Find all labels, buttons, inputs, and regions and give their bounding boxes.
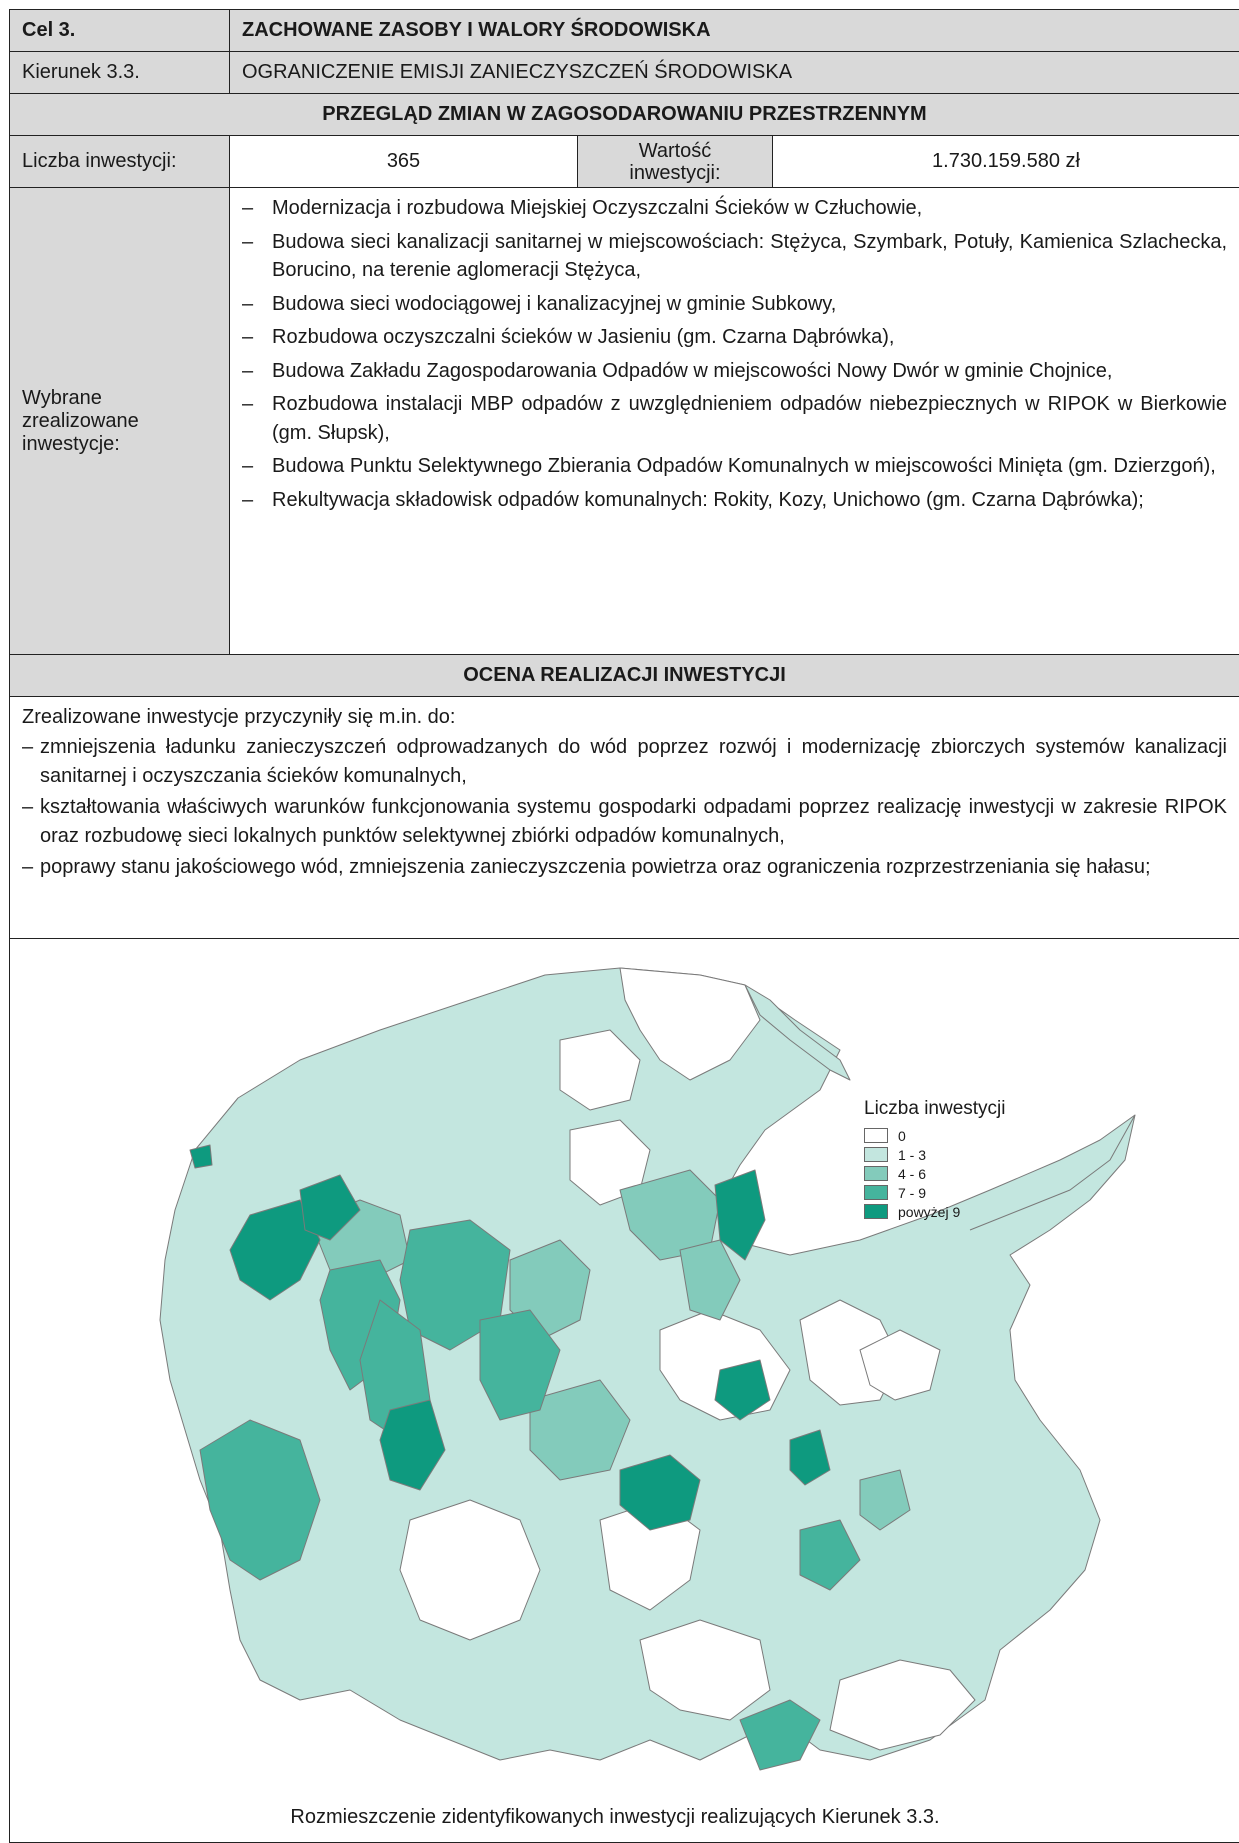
legend-item: 4 - 6 <box>864 1164 1006 1183</box>
map-region <box>969 1114 1136 1231</box>
document: Cel 3. ZACHOWANE ZASOBY I WALORY ŚRODOWI… <box>9 9 1239 1843</box>
legend-swatch <box>864 1166 888 1181</box>
list-item: Rekultywacja składowisk odpadów komunaln… <box>242 486 1227 515</box>
count-value: 365 <box>229 135 578 188</box>
selected-label-line1: Wybrane <box>22 386 102 409</box>
count-label: Liczba inwestycji: <box>9 135 230 188</box>
list-item: Modernizacja i rozbudowa Miejskiej Oczys… <box>242 194 1227 223</box>
legend-item: 0 <box>864 1126 1006 1145</box>
cel-label: Cel 3. <box>9 9 230 52</box>
summary-table: Cel 3. ZACHOWANE ZASOBY I WALORY ŚRODOWI… <box>9 9 1239 1843</box>
legend-swatch <box>864 1204 888 1219</box>
legend-swatch <box>864 1147 888 1162</box>
legend-label: 7 - 9 <box>898 1184 927 1201</box>
value-label-line2: inwestycji: <box>629 161 721 184</box>
list-item: poprawy stanu jakościowego wód, zmniejsz… <box>22 853 1227 882</box>
value-label-line1: Wartość <box>638 139 712 162</box>
map-region <box>399 1499 541 1641</box>
map-region <box>189 1144 213 1169</box>
evaluation-section-title: OCENA REALIZACJI INWESTYCJI <box>9 654 1239 697</box>
review-section-title: PRZEGLĄD ZMIAN W ZAGOSODAROWANIU PRZESTR… <box>9 93 1239 136</box>
map-caption: Rozmieszczenie zidentyfikowanych inwesty… <box>290 1806 940 1828</box>
map-region <box>619 1454 701 1531</box>
value-label: Wartość inwestycji: <box>577 135 773 188</box>
kierunek-title: OGRANICZENIE EMISJI ZANIECZYSZCZEŃ ŚRODO… <box>229 51 1239 94</box>
list-item: Budowa Punktu Selektywnego Zbierania Odp… <box>242 452 1227 481</box>
map-region <box>299 1174 361 1241</box>
legend-swatch <box>864 1128 888 1143</box>
map-region <box>859 1329 941 1401</box>
value-amount: 1.730.159.580 zł <box>772 135 1239 188</box>
list-item: Rozbudowa oczyszczalni ścieków w Jasieni… <box>242 323 1227 352</box>
legend-swatch <box>864 1185 888 1200</box>
evaluation-list: zmniejszenia ładunku zanieczyszczeń odpr… <box>22 733 1227 882</box>
list-item: Budowa Zakładu Zagospodarowania Odpadów … <box>242 357 1227 386</box>
legend-label: 0 <box>898 1127 906 1144</box>
list-item: Budowa sieci kanalizacji sanitarnej w mi… <box>242 228 1227 285</box>
map-region <box>379 1399 446 1491</box>
legend-label: powyżej 9 <box>898 1203 961 1220</box>
legend-item: 7 - 9 <box>864 1183 1006 1202</box>
legend-item: 1 - 3 <box>864 1145 1006 1164</box>
legend-item: powyżej 9 <box>864 1202 1006 1221</box>
map-region <box>529 1379 631 1481</box>
map-region <box>619 967 761 1081</box>
list-item: kształtowania właściwych warunków funkcj… <box>22 793 1227 850</box>
legend-title: Liczba inwestycji <box>864 1098 1006 1119</box>
map-region <box>479 1309 561 1421</box>
selected-label-line2: zrealizowane <box>22 409 139 432</box>
map-region <box>739 1699 821 1771</box>
list-item: zmniejszenia ładunku zanieczyszczeń odpr… <box>22 733 1227 790</box>
selected-label-line3: inwestycje: <box>22 432 120 455</box>
investments-list: Modernizacja i rozbudowa Miejskiej Oczys… <box>242 194 1227 514</box>
map-region <box>859 1469 911 1531</box>
legend-label: 1 - 3 <box>898 1146 927 1163</box>
list-item: Rozbudowa instalacji MBP odpadów z uwzgl… <box>242 390 1227 447</box>
cel-title: ZACHOWANE ZASOBY I WALORY ŚRODOWISKA <box>229 9 1239 52</box>
map-region <box>829 1659 976 1751</box>
selected-label: Wybrane zrealizowane inwestycje: <box>9 187 230 655</box>
investments-cell: Modernizacja i rozbudowa Miejskiej Oczys… <box>229 187 1239 655</box>
map-legend: Liczba inwestycji 0 1 - 3 4 - 6 7 - 9 po… <box>864 1098 1006 1221</box>
map-region <box>199 1419 321 1581</box>
evaluation-intro: Zrealizowane inwestycje przyczyniły się … <box>22 706 456 728</box>
map-region <box>679 1239 741 1321</box>
map-region <box>789 1429 831 1486</box>
map-region <box>744 984 851 1081</box>
map-region <box>714 1169 766 1261</box>
map-region <box>799 1519 861 1591</box>
map-region <box>639 1619 771 1721</box>
legend-label: 4 - 6 <box>898 1165 927 1182</box>
map-region <box>559 1029 641 1111</box>
evaluation-cell: Zrealizowane inwestycje przyczyniły się … <box>9 696 1239 939</box>
map-region <box>714 1359 771 1421</box>
list-item: Budowa sieci wodociągowej i kanalizacyjn… <box>242 290 1227 319</box>
map-region <box>399 1219 511 1351</box>
